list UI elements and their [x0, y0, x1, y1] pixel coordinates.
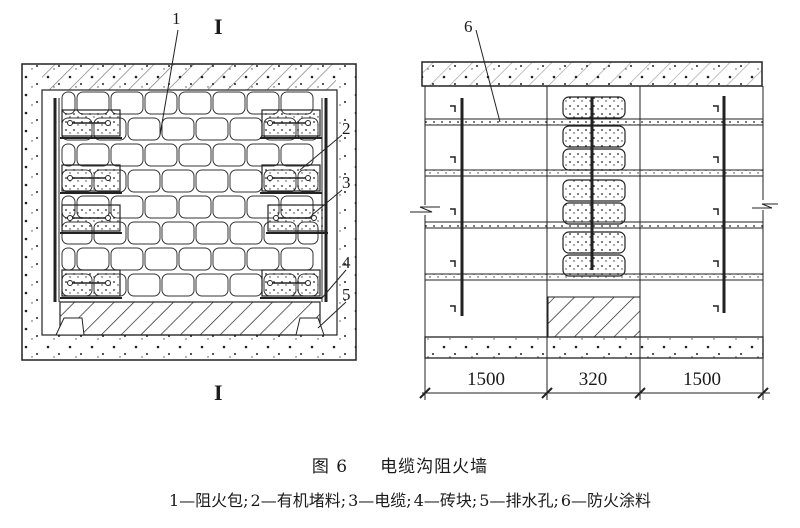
- bracket: [713, 260, 719, 267]
- brick: [161, 221, 195, 245]
- cable-end: [311, 215, 317, 221]
- cable-end: [105, 215, 111, 221]
- callout-5: 5: [342, 285, 351, 304]
- figure-caption: 图 6 电缆沟阻火墙: [0, 452, 800, 477]
- dimension-center: 320: [579, 369, 608, 390]
- bracket: [450, 105, 456, 112]
- bracket: [713, 156, 719, 163]
- fire-bag: [562, 179, 626, 202]
- bracket: [713, 208, 719, 215]
- legend-item: 6—防火涂料: [560, 491, 652, 510]
- brick: [195, 273, 229, 297]
- legend-item: 4—砖块;: [413, 491, 478, 510]
- brick: [178, 91, 212, 115]
- cable-end: [67, 280, 73, 286]
- brick: [195, 169, 229, 193]
- brick: [144, 247, 178, 271]
- brick: [110, 143, 144, 167]
- brick: [127, 117, 161, 141]
- bracket: [450, 156, 456, 163]
- callout-2: 2: [342, 119, 351, 138]
- cable-end: [67, 120, 73, 126]
- brick: [76, 247, 110, 271]
- brick: [61, 143, 76, 167]
- cable-end: [67, 175, 73, 181]
- legend-item: 3—电缆;: [348, 491, 412, 510]
- brick: [61, 247, 76, 271]
- callout-3: 3: [342, 173, 351, 192]
- brick: [127, 169, 161, 193]
- brick: [212, 195, 246, 219]
- brick: [178, 195, 212, 219]
- brick: [127, 273, 161, 297]
- dimension-right: 1500: [683, 369, 721, 390]
- brick: [229, 273, 263, 297]
- cable-end: [105, 280, 111, 286]
- fire-bag: [562, 96, 626, 119]
- cable-end: [105, 120, 111, 126]
- legend-item: 5—排水孔;: [479, 491, 559, 510]
- cable-tray: [424, 118, 764, 126]
- legend: 1—阻火包;2—有机堵料;3—电缆;4—砖块;5—排水孔;6—防火涂料: [10, 487, 800, 511]
- fire-bag-stack: [562, 96, 626, 277]
- cable-end: [305, 175, 311, 181]
- brick: [144, 91, 178, 115]
- figure-number: 图 6: [311, 457, 349, 477]
- brick: [161, 169, 195, 193]
- brick: [212, 247, 246, 271]
- bracket: [450, 305, 456, 312]
- brick: [229, 169, 263, 193]
- cable-end: [105, 175, 111, 181]
- bracket: [713, 305, 719, 312]
- brick: [212, 143, 246, 167]
- brick: [195, 221, 229, 245]
- fire-bag: [562, 231, 626, 254]
- brick: [127, 221, 161, 245]
- cable-end: [267, 280, 273, 286]
- brick: [110, 247, 144, 271]
- brick: [178, 247, 212, 271]
- fire-wall-drawing: 1 2 3 4 5 I I 6 1500 320 1500: [21, 9, 778, 405]
- brick: [246, 143, 280, 167]
- legend-item: 1—阻火包;: [168, 491, 249, 510]
- cable-end: [273, 215, 279, 221]
- brick: [280, 247, 314, 271]
- bracket: [450, 208, 456, 215]
- callout-4: 4: [342, 253, 351, 272]
- cable-packs: [60, 109, 328, 299]
- brick: [144, 143, 178, 167]
- brick: [246, 247, 280, 271]
- fire-bag: [562, 148, 626, 171]
- cable-end: [67, 215, 73, 221]
- bracket: [450, 260, 456, 267]
- brick: [229, 221, 263, 245]
- fire-bag: [562, 202, 626, 225]
- brick: [195, 117, 229, 141]
- cable-end: [267, 120, 273, 126]
- cable-end: [305, 280, 311, 286]
- brick: [161, 117, 195, 141]
- fire-bag: [562, 254, 626, 277]
- brick: [161, 273, 195, 297]
- fire-bag: [562, 125, 626, 148]
- dimension-left: 1500: [467, 369, 505, 390]
- legend-item: 2—有机堵料;: [250, 491, 347, 510]
- bracket: [713, 105, 719, 112]
- cable-end: [267, 175, 273, 181]
- callout-1: 1: [172, 9, 181, 28]
- callout-6: 6: [464, 17, 473, 36]
- brick: [76, 143, 110, 167]
- brick: [212, 91, 246, 115]
- brick: [178, 143, 212, 167]
- brick: [110, 91, 144, 115]
- elevation-view: 6 1500 320 1500: [410, 17, 778, 400]
- section-mark-top: I: [214, 14, 223, 39]
- cable-tray: [424, 169, 764, 177]
- brick: [144, 195, 178, 219]
- section-mark-bottom: I: [214, 380, 223, 405]
- cross-section-view: 1 2 3 4 5 I I: [21, 9, 357, 405]
- cable-end: [305, 120, 311, 126]
- figure-title: 电缆沟阻火墙: [380, 457, 489, 477]
- brick: [229, 117, 263, 141]
